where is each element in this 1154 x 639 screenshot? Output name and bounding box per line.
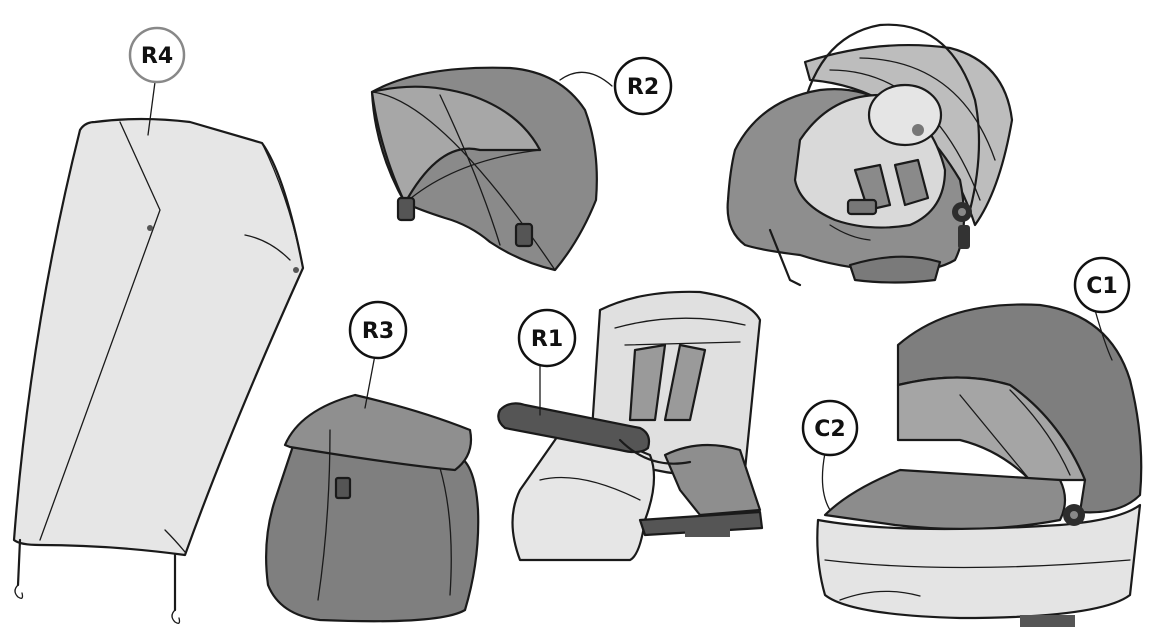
callout-label-c2: C2 (814, 417, 845, 442)
seat-hood-illustration (370, 66, 598, 272)
rain-cover-illustration (12, 117, 305, 624)
callout-c1: C1 (1073, 256, 1131, 314)
callout-r4: R4 (128, 26, 186, 84)
leader-line-r4 (147, 81, 156, 136)
leader-line-r2 (559, 71, 613, 87)
callout-r2: R2 (613, 56, 673, 116)
callout-label-r2: R2 (627, 75, 659, 100)
callout-label-r3: R3 (362, 319, 394, 344)
leader-line-c1 (1094, 309, 1113, 361)
footmuff-illustration (265, 393, 480, 623)
leader-line-c2 (821, 452, 831, 511)
callout-label-r1: R1 (531, 327, 563, 352)
callout-label-c1: C1 (1086, 274, 1117, 299)
stroller-seat-illustration (497, 290, 764, 562)
carrycot-illustration (816, 303, 1143, 627)
infant-car-seat-illustration (726, 23, 1014, 287)
leader-line-r3 (364, 354, 376, 409)
callout-r1: R1 (517, 308, 577, 368)
callout-label-r4: R4 (141, 44, 173, 69)
callout-c2: C2 (801, 399, 859, 457)
callout-r3: R3 (348, 300, 408, 360)
